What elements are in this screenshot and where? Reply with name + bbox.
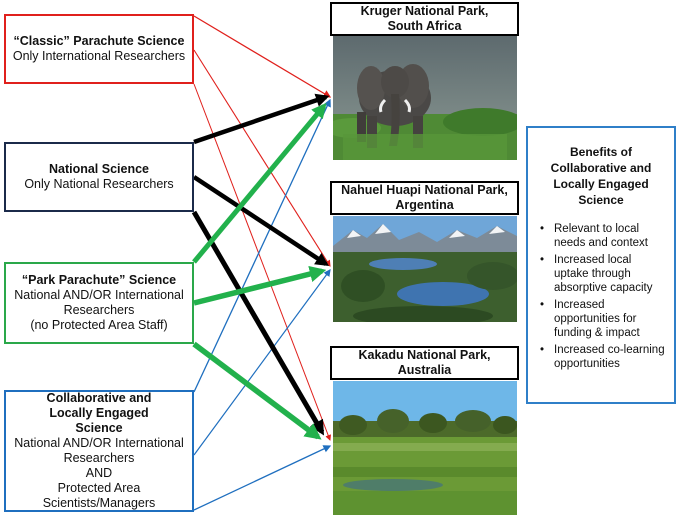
classic-parachute-box: “Classic” Parachute Science Only Interna…: [4, 14, 194, 84]
collab-line-3: AND: [85, 466, 113, 480]
arrow-park-to-nahuel: [193, 265, 327, 306]
nahuel-name: Nahuel Huapi National Park,: [341, 183, 508, 197]
kruger-title: Kruger National Park, South Africa: [330, 2, 519, 36]
benefits-title-line-2: Collaborative and: [550, 161, 652, 175]
arrow-collab-to-kakadu: [193, 445, 332, 511]
park-line-3: (no Protected Area Staff): [30, 318, 168, 332]
arrow-classic-to-nahuel: [193, 49, 331, 267]
benefits-title: Benefits of Collaborative and Locally En…: [534, 144, 668, 208]
collab-line-5: Scientists/Managers: [42, 496, 156, 510]
classic-line-1: Only International Researchers: [12, 49, 186, 63]
arrow-classic-to-kakadu: [193, 83, 332, 441]
collab-title: Collaborative and Locally Engaged Scienc…: [46, 391, 152, 435]
kruger-name: Kruger National Park,: [360, 4, 489, 18]
benefit-item: Relevant to local needs and context: [540, 222, 668, 250]
benefit-item: Increased opportunities for funding & im…: [540, 298, 668, 340]
kruger-elephant-photo: [333, 36, 517, 160]
benefits-box: Benefits of Collaborative and Locally En…: [526, 126, 676, 404]
arrow-collab-to-nahuel: [193, 269, 331, 456]
kakadu-name: Kakadu National Park,: [358, 348, 491, 362]
benefit-item: Increased local uptake through absorptiv…: [540, 253, 668, 295]
kruger-country: South Africa: [387, 19, 462, 33]
collab-line-1: National AND/OR International: [14, 436, 184, 450]
national-science-box: National Science Only National Researche…: [4, 142, 194, 212]
collab-line-4: Protected Area: [57, 481, 141, 495]
arrow-collab-to-kruger: [193, 98, 331, 393]
benefits-title-line-1: Benefits of: [569, 145, 632, 159]
collab-line-2: Researchers: [63, 451, 135, 465]
kakadu-country: Australia: [397, 363, 452, 377]
national-title: National Science: [48, 162, 150, 176]
benefits-title-line-3: Locally Engaged Science: [553, 177, 649, 207]
collaborative-science-box: Collaborative and Locally Engaged Scienc…: [4, 390, 194, 512]
arrow-national-to-nahuel: [192, 175, 330, 266]
national-line-1: Only National Researchers: [24, 177, 174, 191]
benefit-item: Increased co-learning opportunities: [540, 343, 668, 371]
park-line-2: Researchers: [63, 303, 135, 317]
kakadu-title: Kakadu National Park, Australia: [330, 346, 519, 380]
nahuel-lake-photo: [333, 216, 517, 322]
kakadu-wetland-photo: [333, 381, 517, 515]
arrow-park-to-kruger: [192, 102, 327, 264]
nahuel-country: Argentina: [395, 198, 454, 212]
park-parachute-box: “Park Parachute” Science National AND/OR…: [4, 262, 194, 344]
nahuel-title: Nahuel Huapi National Park, Argentina: [330, 181, 519, 215]
park-line-1: National AND/OR International: [14, 288, 184, 302]
park-title: “Park Parachute” Science: [21, 273, 177, 287]
arrow-classic-to-kruger: [193, 15, 332, 98]
arrow-national-to-kakadu: [191, 210, 325, 436]
classic-title: “Classic” Parachute Science: [13, 34, 185, 48]
arrow-national-to-kruger: [193, 93, 330, 145]
benefits-list: Relevant to local needs and context Incr…: [534, 222, 668, 371]
arrow-park-to-kakadu: [192, 341, 322, 440]
